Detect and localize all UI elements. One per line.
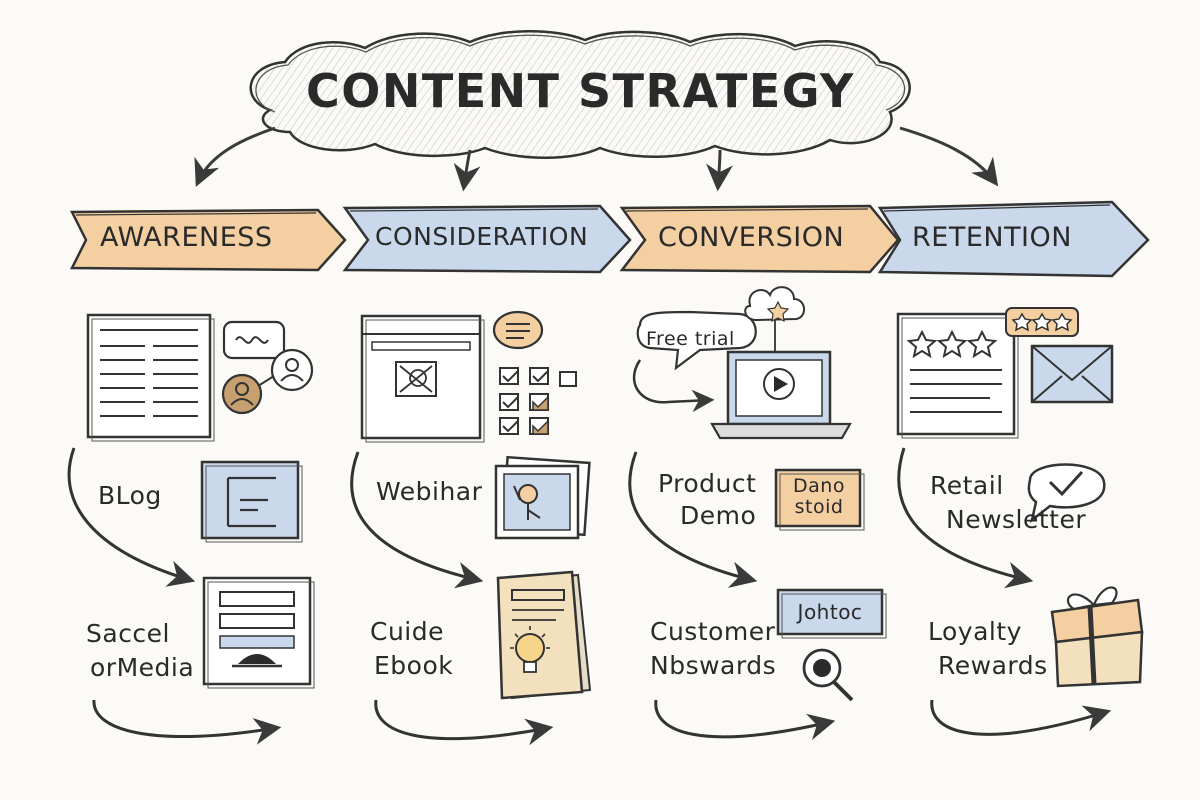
item-rewards-line2: Rewards: [938, 651, 1048, 680]
title-cloud: [249, 30, 911, 159]
item-customer-line1: Customer: [650, 617, 776, 646]
item-ebook-line2: Ebook: [374, 651, 454, 680]
item-blog: BLog: [98, 481, 162, 510]
webinar-presenter-icon: [494, 455, 591, 540]
stage-label-awareness: AWARENESS: [100, 222, 273, 253]
browser-checklist-icon: [360, 310, 577, 443]
gift-box-icon: [1050, 586, 1144, 688]
blog-window-icon: [200, 460, 303, 543]
customer-card-label: Johtoc: [797, 600, 863, 624]
article-with-avatars-icon: [86, 313, 314, 442]
speech-free-trial: Free trial: [646, 328, 735, 350]
item-product-line1: Product: [658, 469, 757, 498]
item-customer-line2: Nbswards: [650, 651, 777, 680]
stage-banners: [69, 200, 1150, 278]
item-guide-line1: Cuide: [370, 617, 444, 646]
demo-card-line1: Dano: [793, 475, 845, 497]
demo-card-line2: stoid: [794, 496, 844, 518]
stage-label-conversion: CONVERSION: [658, 222, 845, 253]
demo-card-icon: [774, 468, 865, 531]
item-demo-line2: Demo: [680, 501, 757, 530]
stage-label-consideration: CONSIDERATION: [375, 222, 589, 251]
item-social-media-line1: Saccel: [86, 619, 171, 648]
stage-label-retention: RETENTION: [912, 222, 1072, 253]
item-loyalty-line1: Loyalty: [928, 617, 1022, 646]
laptop-video-icon: [632, 286, 852, 440]
check-bubble-icon: [1027, 463, 1106, 524]
ebook-lightbulb-icon: [496, 570, 592, 700]
page-title: CONTENT STRATEGY: [306, 64, 855, 118]
star-rating-email-icon: [896, 307, 1114, 439]
item-webinar: Webihar: [376, 477, 483, 506]
cloud-arrows: [194, 126, 999, 192]
magnifier-icon: [776, 588, 887, 702]
flow-arrows: [67, 447, 1112, 746]
social-post-icon: [202, 576, 315, 689]
item-retail-line1: Retail: [930, 471, 1004, 500]
item-social-media-line2: orMedia: [90, 653, 195, 682]
item-newsletter-line2: Newsletter: [946, 505, 1087, 534]
